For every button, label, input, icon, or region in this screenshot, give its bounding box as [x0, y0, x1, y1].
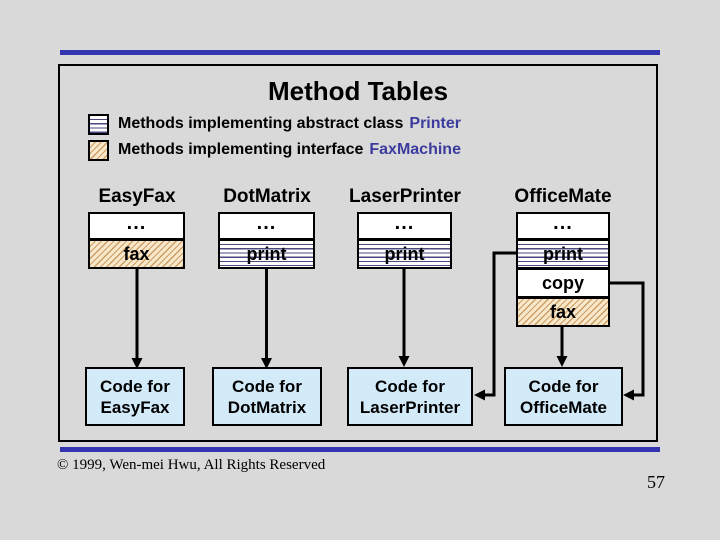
table-row: print: [518, 238, 608, 267]
page-number: 57: [647, 472, 665, 492]
method-table-dotmatrix: ... print: [218, 212, 315, 269]
fax-pattern-icon: [88, 139, 109, 161]
bottom-divider: [60, 447, 660, 452]
method-table-easyfax: ... fax: [88, 212, 185, 269]
code-box-dotmatrix: Code for DotMatrix: [212, 367, 322, 426]
code-box-line1: Code for: [375, 376, 445, 396]
code-box-line2: DotMatrix: [227, 397, 307, 417]
table-row: ...: [90, 213, 183, 238]
table-row: print: [220, 238, 313, 267]
table-row: fax: [90, 238, 183, 267]
legend-text-printer: Methods implementing abstract class: [118, 115, 404, 132]
code-box-officemate: Code for OfficeMate: [504, 367, 623, 426]
legend-keyword-printer: Printer: [409, 115, 461, 132]
table-row: copy: [518, 267, 608, 296]
table-row: print: [359, 238, 450, 267]
code-box-laserprinter: Code for LaserPrinter: [347, 367, 473, 426]
code-box-line2: LaserPrinter: [359, 397, 461, 417]
table-header-laserprinter: LaserPrinter: [349, 186, 461, 207]
table-row: ...: [518, 213, 608, 238]
code-box-line1: Code for: [528, 376, 599, 396]
copyright-text: © 1999, Wen-mei Hwu, All Rights Reserved: [57, 457, 326, 473]
code-box-easyfax: Code for EasyFax: [85, 367, 185, 426]
table-header-dotmatrix: DotMatrix: [223, 186, 311, 207]
diagram-frame: [58, 64, 658, 442]
top-divider: [60, 50, 660, 55]
table-header-easyfax: EasyFax: [98, 186, 176, 207]
method-table-laserprinter: ... print: [357, 212, 452, 269]
printer-pattern-icon: [88, 113, 109, 135]
table-header-officemate: OfficeMate: [514, 186, 612, 207]
legend-item-faxmachine: Methods implementing interface FaxMachine: [88, 139, 461, 161]
legend-label-printer: Methods implementing abstract class Print…: [118, 115, 461, 133]
legend-text-faxmachine: Methods implementing interface: [118, 141, 364, 158]
legend-item-printer: Methods implementing abstract class Print…: [88, 113, 461, 135]
method-table-officemate: ... print copy fax: [516, 212, 610, 327]
code-box-line2: EasyFax: [100, 397, 170, 417]
table-row: ...: [359, 213, 450, 238]
legend-label-faxmachine: Methods implementing interface FaxMachine: [118, 141, 461, 159]
code-box-line2: OfficeMate: [520, 397, 607, 417]
table-row: fax: [518, 296, 608, 325]
page-title: Method Tables: [267, 76, 449, 106]
code-box-line1: Code for: [232, 376, 302, 396]
table-row: ...: [220, 213, 313, 238]
code-box-line1: Code for: [100, 376, 170, 396]
legend-keyword-faxmachine: FaxMachine: [369, 141, 461, 158]
